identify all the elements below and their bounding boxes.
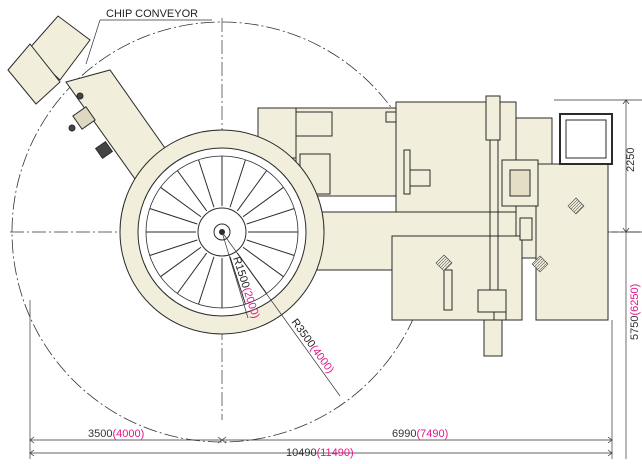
dim-height-total: 5750(6250) bbox=[629, 284, 641, 340]
magazine-spoke bbox=[229, 159, 246, 208]
magazine-spoke bbox=[149, 208, 198, 225]
magazine-spoke bbox=[160, 186, 202, 218]
conveyor-leader bbox=[85, 19, 101, 65]
radius-outer-leader bbox=[221, 231, 341, 397]
chip-conveyor bbox=[7, 15, 173, 187]
dim-total-label: 10490(11490) bbox=[286, 447, 354, 459]
magazine-spoke bbox=[149, 239, 198, 256]
magazine-spoke bbox=[176, 170, 208, 212]
magazine-spoke bbox=[198, 159, 215, 208]
chip-conveyor-label: CHIP CONVEYOR bbox=[106, 8, 198, 20]
magazine-spoke bbox=[229, 256, 246, 305]
magazine-spoke bbox=[246, 239, 295, 256]
magazine-spoke bbox=[198, 256, 215, 305]
dim-right-label: 6990(7490) bbox=[392, 428, 448, 440]
hatch-markers bbox=[435, 197, 585, 273]
magazine-spoke bbox=[242, 246, 284, 278]
magazine-spoke bbox=[246, 208, 295, 225]
radius-inner-leader bbox=[221, 231, 249, 319]
magazine-spoke bbox=[236, 170, 268, 212]
magazine-spoke bbox=[160, 246, 202, 278]
radius-outer-label: R3500(4000) bbox=[289, 317, 336, 376]
magazine-spoke bbox=[176, 252, 208, 294]
dim-left-label: 3500(4000) bbox=[88, 428, 144, 440]
magazine-spoke bbox=[242, 186, 284, 218]
dim-height-top: 2250 bbox=[625, 148, 637, 172]
